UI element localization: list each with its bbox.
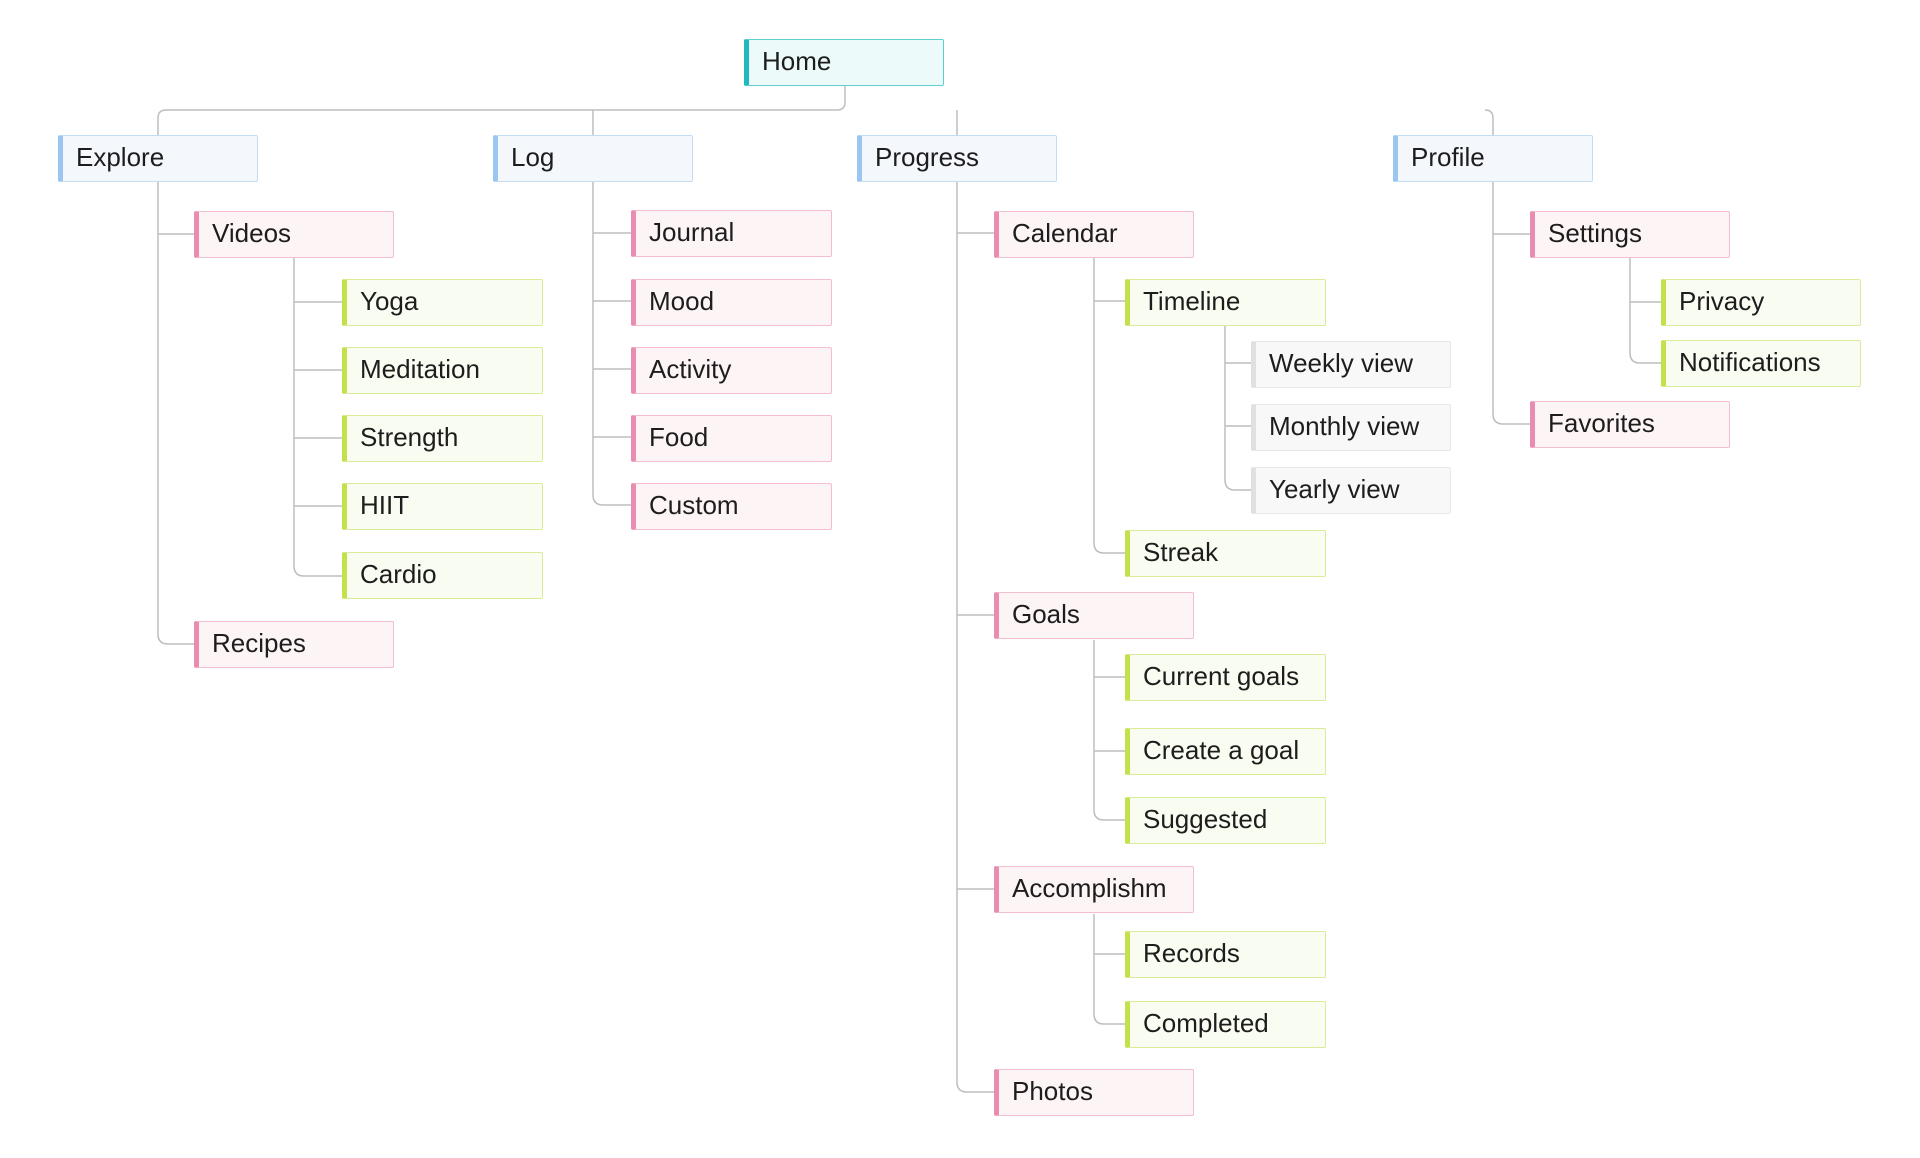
connector-profile xyxy=(1492,182,1531,425)
node-photos[interactable]: Photos xyxy=(994,1069,1194,1116)
node-completed[interactable]: Completed xyxy=(1125,1001,1326,1048)
node-meditation[interactable]: Meditation xyxy=(342,347,543,394)
connector-explore xyxy=(157,182,195,645)
node-current-goals[interactable]: Current goals xyxy=(1125,654,1326,701)
node-suggested[interactable]: Suggested xyxy=(1125,797,1326,844)
node-explore[interactable]: Explore xyxy=(58,135,258,182)
node-weekly-view[interactable]: Weekly view xyxy=(1251,341,1451,388)
node-progress[interactable]: Progress xyxy=(857,135,1057,182)
node-favorites[interactable]: Favorites xyxy=(1530,401,1730,448)
connector-goals xyxy=(1093,640,1126,821)
node-recipes[interactable]: Recipes xyxy=(194,621,394,668)
node-notifications[interactable]: Notifications xyxy=(1661,340,1861,387)
node-yearly-view[interactable]: Yearly view xyxy=(1251,467,1451,514)
connector-timeline xyxy=(1224,326,1252,491)
node-hiit[interactable]: HIIT xyxy=(342,483,543,530)
node-accomplishm[interactable]: Accomplishm xyxy=(994,866,1194,913)
node-settings[interactable]: Settings xyxy=(1530,211,1730,258)
node-mood[interactable]: Mood xyxy=(631,279,832,326)
node-journal[interactable]: Journal xyxy=(631,210,832,257)
connector-root-bus xyxy=(157,85,1494,136)
node-custom[interactable]: Custom xyxy=(631,483,832,530)
connector-videos xyxy=(293,258,344,577)
node-goals[interactable]: Goals xyxy=(994,592,1194,639)
node-privacy[interactable]: Privacy xyxy=(1661,279,1861,326)
node-log[interactable]: Log xyxy=(493,135,693,182)
node-profile[interactable]: Profile xyxy=(1393,135,1593,182)
connector-log xyxy=(592,182,632,506)
node-food[interactable]: Food xyxy=(631,415,832,462)
node-timeline[interactable]: Timeline xyxy=(1125,279,1326,326)
node-home[interactable]: Home xyxy=(744,39,944,86)
connector-progress xyxy=(956,182,995,1093)
node-activity[interactable]: Activity xyxy=(631,347,832,394)
node-yoga[interactable]: Yoga xyxy=(342,279,543,326)
connector-accomplishm xyxy=(1093,914,1126,1025)
node-videos[interactable]: Videos xyxy=(194,211,394,258)
node-records[interactable]: Records xyxy=(1125,931,1326,978)
node-strength[interactable]: Strength xyxy=(342,415,543,462)
node-cardio[interactable]: Cardio xyxy=(342,552,543,599)
connector-settings xyxy=(1629,258,1662,364)
node-streak[interactable]: Streak xyxy=(1125,530,1326,577)
node-create-a-goal[interactable]: Create a goal xyxy=(1125,728,1326,775)
node-monthly-view[interactable]: Monthly view xyxy=(1251,404,1451,451)
node-calendar[interactable]: Calendar xyxy=(994,211,1194,258)
connector-calendar xyxy=(1093,258,1126,554)
